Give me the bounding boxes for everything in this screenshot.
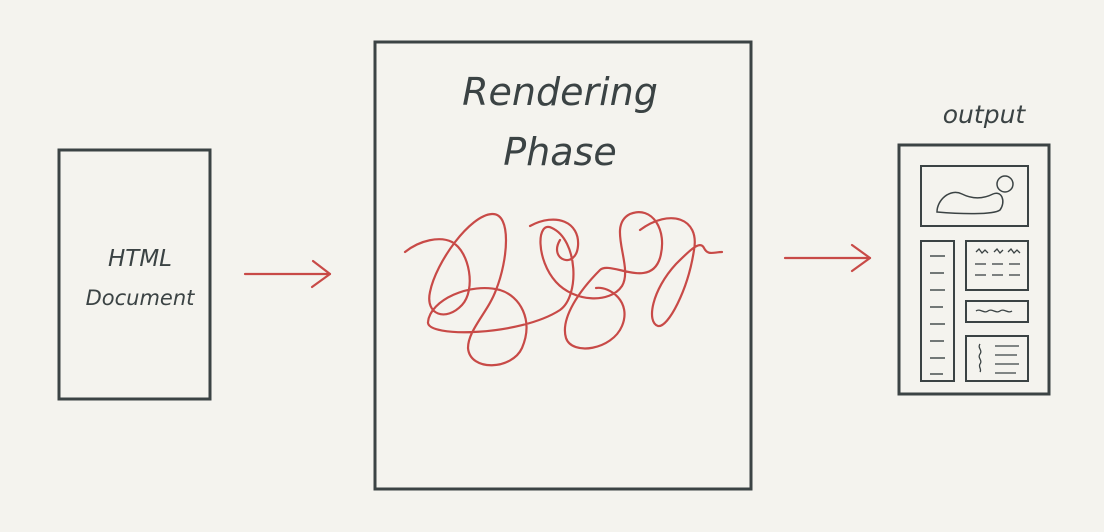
output-node: output xyxy=(897,100,1051,396)
webpage-layout-icon xyxy=(897,143,1051,396)
html-document-node: HTML Document xyxy=(57,148,212,401)
rendering-phase-label-line2: Phase xyxy=(503,130,616,174)
rendering-phase-node: Rendering Phase xyxy=(373,40,753,491)
output-label: output xyxy=(943,100,1027,129)
output-content-block-bottom xyxy=(965,335,1029,382)
html-document-label-line1: HTML xyxy=(108,246,172,272)
rendering-phase-label-line1: Rendering xyxy=(462,70,658,114)
output-content-banner xyxy=(965,300,1029,323)
output-content-block-top xyxy=(965,240,1029,291)
output-header-image xyxy=(920,165,1029,227)
html-document-label-line2: Document xyxy=(86,286,196,310)
banner-text-lines xyxy=(975,309,1013,313)
html-document-box xyxy=(57,148,212,401)
arrow-head xyxy=(310,259,332,289)
sidebar-lines xyxy=(930,255,945,375)
image-sun-icon xyxy=(996,175,1014,193)
content-bottom-lines xyxy=(978,343,1019,374)
arrow-to-output xyxy=(783,243,872,273)
output-sidebar xyxy=(920,240,955,382)
image-mountain-icon xyxy=(936,191,1004,215)
tangled-scribble-icon xyxy=(403,211,724,367)
content-top-lines xyxy=(975,248,1021,276)
output-page-frame xyxy=(897,143,1051,396)
rendering-phase-box xyxy=(373,40,753,491)
arrow-head xyxy=(850,243,872,273)
arrow-to-rendering xyxy=(243,259,332,289)
